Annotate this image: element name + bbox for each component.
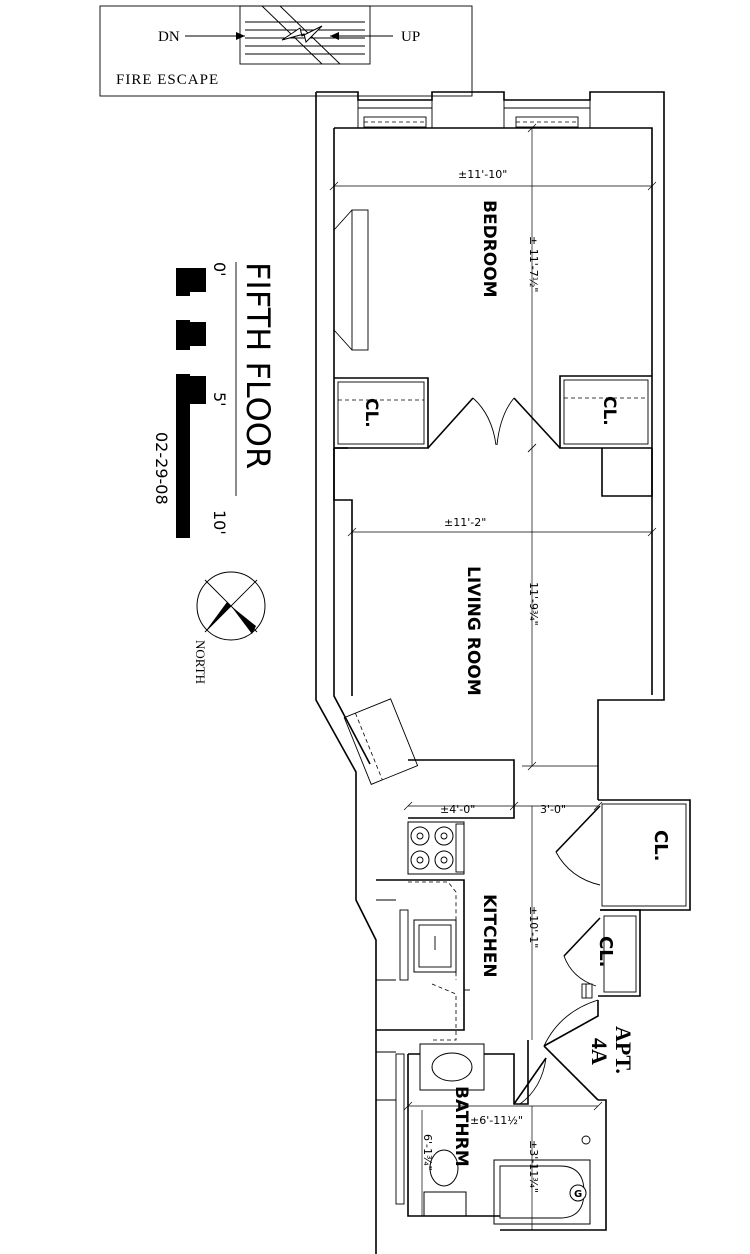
apartment-label-line2: 4A [587,1038,612,1065]
closet-door-lower [563,917,601,957]
gas-meter-icon [569,1184,587,1202]
entry-door-swing [543,999,599,1047]
fire-escape-down-label: DN [158,29,180,45]
scale-tick-5: 5' [210,392,229,407]
exterior-walls [315,91,665,1254]
bedroom-door-left [427,397,474,449]
bathroom-label: BATHRM [451,1086,471,1167]
down-arrow-icon [236,32,245,40]
dimension-lines: ±11'-10" ± 11'-7½" ±11'-2" 11'-9¾" ±4'-0… [329,123,657,1230]
dim-kitchen-passage: 3'-0" [540,803,566,816]
burner-icon [410,850,430,870]
dim-bath-width: 6'-1¾" [421,1134,434,1171]
apartment-label-line1: APT. [611,1026,636,1074]
bedroom-closet-left [337,381,425,445]
entry-door [543,1045,599,1101]
kitchen-closets: CL. CL. [555,799,691,999]
fire-escape: DN UP FIRE ESCAPE [99,5,473,97]
living-room-label: LIVING ROOM [463,566,483,696]
bathroom-door [513,1057,547,1105]
up-arrow-icon [330,32,339,40]
fireplace [351,209,369,351]
burner-icon [434,826,454,846]
north-label: NORTH [193,640,208,684]
radiator-living [343,698,419,785]
closet-label-lower: CL. [595,936,616,968]
dim-kitchen-length: ±10'-1" [527,906,540,948]
dim-bedroom-length: ± 11'-7½" [527,236,540,292]
fire-escape-label: FIRE ESCAPE [116,72,219,88]
burner-icon [434,850,454,870]
bedroom-label: BEDROOM [479,200,499,298]
closet-label-bedroom-left: CL. [361,398,381,428]
dim-kitchen-counter: ±4'-0" [440,803,475,816]
kitchen-closet-lower [603,915,637,993]
kitchen-label: KITCHEN [479,894,499,978]
bedroom-door-right [513,397,561,449]
closet-label-upper: CL. [650,830,671,862]
closet-label-bedroom-right: CL. [599,396,619,426]
dim-bedroom-width: ±11'-10" [458,168,507,181]
title-block: FIFTH FLOOR 0' 5' 10' 02-29-08 NORTH [152,262,277,684]
dim-living-length: 11'-9¾" [527,582,540,626]
dim-living-width: ±11'-2" [444,516,486,529]
burner-icon [410,826,430,846]
fire-escape-up-label: UP [401,29,420,45]
scale-tick-0: 0' [210,262,229,277]
kitchen-closet-upper [601,803,687,907]
dim-bath-tub: ±3'-11¾" [527,1140,540,1193]
bathroom-vanity [419,1043,485,1091]
dim-bath-length: ±6'-11½" [470,1114,523,1127]
gas-meter-label: G [574,1189,582,1200]
toilet [429,1149,459,1187]
floor-title: FIFTH FLOOR [239,262,277,469]
plan-date: 02-29-08 [152,432,171,505]
bedroom-closet-right [563,379,649,445]
toilet-tank [423,1191,467,1217]
bathroom-sink [431,1052,473,1082]
living-room: LIVING ROOM [343,566,599,800]
north-arrow-icon [196,571,266,641]
entry-and-bathroom: G BATHRM APT. 4A [376,999,636,1231]
scale-tick-10: 10' [210,510,229,535]
kitchen: KITCHEN [376,759,515,1041]
closet-door-upper [555,805,601,853]
scale-bar [176,268,206,538]
bedroom: BEDROOM CL. CL. [333,200,653,696]
